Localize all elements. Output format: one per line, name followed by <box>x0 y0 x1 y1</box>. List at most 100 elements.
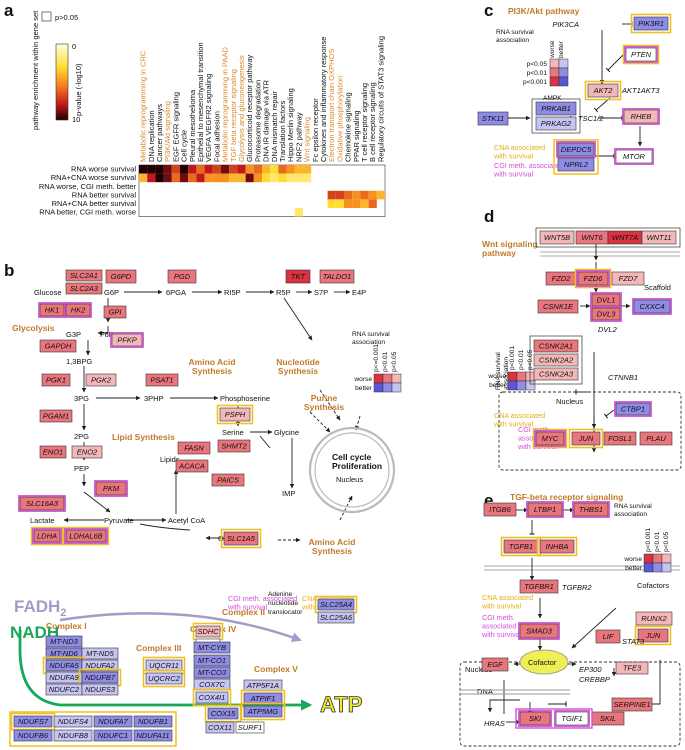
svg-text:PGK2: PGK2 <box>91 376 112 385</box>
svg-text:PAICS: PAICS <box>217 476 239 485</box>
svg-text:NDUFA5: NDUFA5 <box>49 661 79 670</box>
svg-text:SLC2A1: SLC2A1 <box>70 271 98 280</box>
svg-text:COX11: COX11 <box>208 723 232 732</box>
svg-text:FASN: FASN <box>184 444 204 453</box>
legend-d-row: better <box>489 382 507 389</box>
label-imp: IMP <box>282 489 295 498</box>
pathway-label: Fc epsilon receptor <box>311 98 320 162</box>
label-ri5p: RI5P <box>224 288 241 297</box>
heat-cell <box>180 165 189 174</box>
gene-tfe3: TFE3 <box>615 661 649 675</box>
svg-text:WNT6: WNT6 <box>581 233 603 242</box>
gene-ndufa11: NDUFA11 <box>133 729 173 742</box>
gene-rheb: RHEB <box>622 108 660 125</box>
label-dvl2: DVL2 <box>598 325 618 334</box>
gene-ctbp1: CTBP1 <box>614 401 652 417</box>
svg-text:LIF: LIF <box>603 632 614 641</box>
svg-text:CSNK2A1: CSNK2A1 <box>539 342 573 351</box>
gene-pfkp: PFKP <box>110 332 144 348</box>
svg-text:FZD2: FZD2 <box>552 274 572 283</box>
nucleus-outer <box>308 426 396 514</box>
pathway-label: Chemokine signaling <box>344 92 353 162</box>
gene-egf: EGF <box>481 657 509 672</box>
svg-text:PFKP: PFKP <box>117 336 137 345</box>
svg-text:NDUFC1: NDUFC1 <box>98 731 128 740</box>
heat-cell <box>147 173 156 183</box>
gene-eno1: ENO1 <box>39 445 67 459</box>
label-tsc12: TSC1/2 <box>578 114 604 123</box>
svg-text:DVL1: DVL1 <box>597 296 616 305</box>
gene-pgd: PGD <box>167 269 197 284</box>
heat-cell <box>278 173 287 183</box>
svg-text:TKT: TKT <box>291 272 307 281</box>
svg-text:PLAU: PLAU <box>646 434 666 443</box>
gene-ndufs7: NDUFS7 <box>10 712 56 731</box>
panel-a: a p>0.05 pathway enrichment within gene … <box>4 1 385 217</box>
membrane-d <box>540 251 680 257</box>
gene-serpine1: SERPINE1 <box>611 697 653 712</box>
svg-text:MT-ND3: MT-ND3 <box>50 637 78 646</box>
svg-text:PRKAB1: PRKAB1 <box>541 104 571 113</box>
heat-cell <box>139 173 148 183</box>
legend-y-label: pathway enrichment within gene set <box>31 10 40 130</box>
nucleus-box-e <box>459 661 681 747</box>
gene-mtnd5: MT-ND5 <box>81 647 119 660</box>
label-s7p: S7P <box>314 288 328 297</box>
nucleus-label-e: Nucleus <box>465 665 492 674</box>
gene-sdhc: SDHC <box>192 622 224 641</box>
pathway-label: DNA mismatch repair <box>270 91 279 162</box>
svg-text:SHMT2: SHMT2 <box>221 442 247 451</box>
heat-cell <box>188 165 197 174</box>
gene-eno2: ENO2 <box>71 445 103 459</box>
svg-text:TGIF1: TGIF1 <box>561 714 582 723</box>
gene-slc1a5: SLC1A5 <box>220 528 262 549</box>
gene-wnt7a: WNT7A <box>607 230 643 245</box>
gene-paics: PAICS <box>211 473 245 487</box>
heat-cell <box>229 165 238 174</box>
panel-e-title: TGF-beta receptor signaling <box>510 492 623 502</box>
row-label: RNA better, CGI meth. worse <box>39 208 136 217</box>
gene-csnk2a2: CSNK2A2 <box>533 353 579 367</box>
gene-tgfb1: TGFB1 <box>500 536 542 557</box>
label-glucose: Glucose <box>34 288 62 297</box>
legend-d-row: worse <box>487 373 506 380</box>
svg-text:NPRL2: NPRL2 <box>564 160 589 169</box>
pathway-label: Wnt signaling <box>303 117 312 162</box>
svg-text:SLC16A3: SLC16A3 <box>26 499 59 508</box>
svg-text:SDHC: SDHC <box>197 627 219 636</box>
gene-jun: JUN <box>634 625 672 646</box>
gene-tkt: TKT <box>285 269 311 284</box>
row-label: RNA worse survival <box>71 165 136 174</box>
na-legend-swatch <box>41 11 52 22</box>
fadh2-arrow <box>59 612 302 642</box>
heat-cell <box>335 199 344 208</box>
label-g6p: G6P <box>104 288 119 297</box>
pathway-label: PPAR signaling <box>352 110 361 162</box>
heat-cell <box>139 165 148 174</box>
row-label: RNA better survival <box>72 190 137 199</box>
heat-cell <box>286 165 295 174</box>
svg-text:THBS1: THBS1 <box>579 505 603 514</box>
svg-text:CSNK1E: CSNK1E <box>543 302 574 311</box>
svg-text:NDUFA9: NDUFA9 <box>49 673 79 682</box>
heat-cell <box>376 190 385 200</box>
label-serine: Serine <box>222 428 244 437</box>
gene-ndufc2: NDUFC2 <box>45 683 83 696</box>
pathway-label: Focal adhesion <box>212 111 221 162</box>
svg-text:NDUFC2: NDUFC2 <box>49 685 80 694</box>
heat-cell <box>262 173 271 183</box>
heat-cell <box>327 199 336 208</box>
svg-text:WNT7A: WNT7A <box>612 233 638 242</box>
legend-d-title: RNA survival <box>495 352 502 390</box>
gene-gpi: GPI <box>103 305 127 319</box>
gene-ldha: LDHA <box>30 526 64 546</box>
fadh2-label: FADH2 <box>14 597 66 619</box>
label-e4p: E4P <box>352 288 366 297</box>
svg-text:STK11: STK11 <box>482 114 504 123</box>
